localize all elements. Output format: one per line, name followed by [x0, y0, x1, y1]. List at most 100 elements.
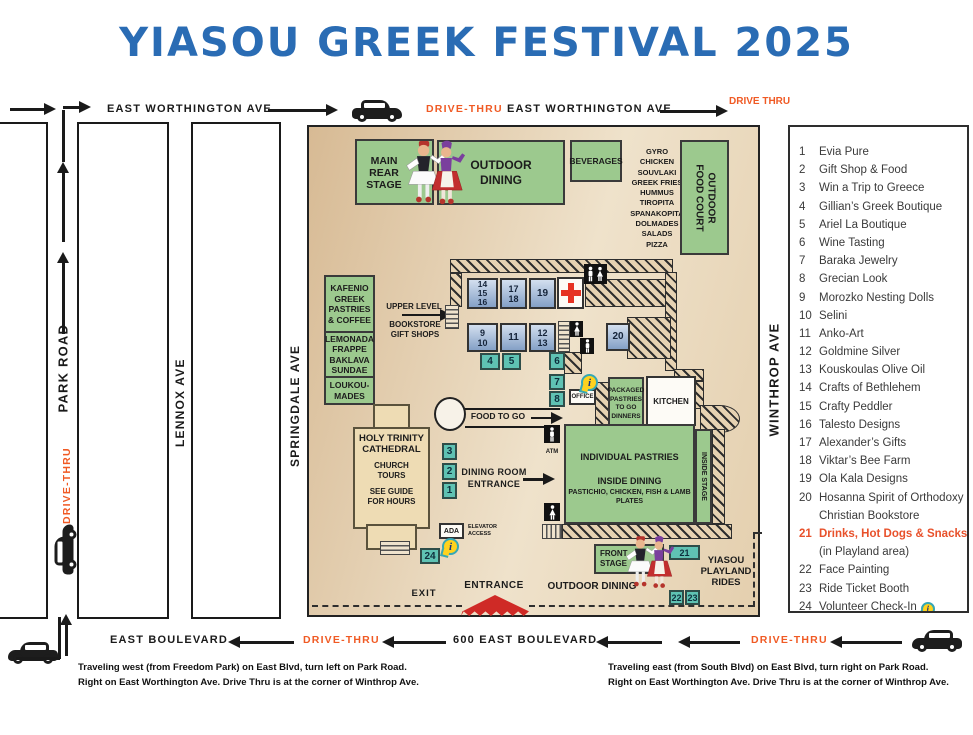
- directions-west: Traveling west (from Freedom Park) on Ea…: [78, 660, 458, 690]
- building-wall: [562, 524, 732, 539]
- legend-item-number: 5: [799, 218, 806, 231]
- arrow-west: [394, 641, 446, 644]
- legend-item-number: 18: [799, 455, 812, 468]
- directions-west-line1: Traveling west (from Freedom Park) on Ea…: [78, 662, 407, 673]
- restroom-icon: [584, 264, 607, 284]
- stairs: [558, 321, 570, 352]
- building-wall: [627, 317, 671, 359]
- playland-boundary: [312, 605, 462, 607]
- playland-boundary: [753, 533, 755, 607]
- legend-item-number: 6: [799, 236, 806, 249]
- outdoor-dining-top-area: OUTDOOR DINING: [437, 140, 565, 205]
- legend-item: 20 Hosanna Spirit of Orthodoxy: [799, 492, 963, 510]
- directions-east-line1: Traveling east (from South Blvd) on East…: [608, 662, 929, 673]
- directions-west-line2: Right on East Worthington Ave. Drive Thr…: [78, 677, 419, 688]
- legend-item: 12 Goldmine Silver: [799, 346, 963, 364]
- booth-7: 7: [549, 374, 565, 390]
- directions-east: Traveling east (from South Blvd) on East…: [608, 660, 973, 690]
- booth-24: 24: [420, 548, 440, 564]
- plaza-circle: [434, 397, 466, 431]
- legend-item-number: 3: [799, 182, 806, 195]
- legend-item-number: 23: [799, 582, 812, 595]
- building-wall: [712, 429, 725, 524]
- arrow-turn-east: [63, 106, 79, 109]
- loukoumades-area: LOUKOU- MADES: [324, 376, 375, 405]
- drive-thru-label: DRIVE-THRU: [751, 634, 828, 646]
- main-rear-stage-label: MAIN REAR STAGE: [366, 155, 402, 191]
- legend-item-label: Gift Shop & Food: [819, 164, 908, 177]
- stairs: [542, 524, 562, 539]
- booth-3: 3: [442, 443, 457, 460]
- legend-item-label: Face Painting: [819, 564, 890, 577]
- inside-stage-area: INSIDE STAGE: [695, 429, 712, 524]
- packaged-pastries-area: PACKAGED PASTRIES TO GO DINNERS: [608, 377, 644, 431]
- booth-6: 6: [549, 352, 565, 370]
- city-block: [191, 122, 281, 619]
- cathedral-label: HOLY TRINITY CATHEDRAL: [359, 433, 424, 455]
- playland-boundary: [753, 532, 762, 534]
- legend-item-label: Hosanna Spirit of Orthodoxy: [819, 491, 964, 504]
- cathedral-steps: [380, 541, 410, 555]
- individual-pastries-label: INDIVIDUAL PASTRIES: [580, 452, 679, 462]
- booth-11: 11: [500, 323, 527, 352]
- inside-stage-label: INSIDE STAGE: [700, 452, 708, 501]
- legend-item-number: 4: [799, 200, 806, 213]
- arrow-west: [690, 641, 740, 644]
- outdoor-dining-bottom-label: OUTDOOR DINING: [547, 581, 637, 592]
- city-block: [77, 122, 169, 619]
- legend-item-number: 24: [799, 600, 812, 613]
- legend-item: 4 Gillian’s Greek Boutique: [799, 201, 963, 219]
- info-icon: i: [442, 538, 459, 555]
- legend-item-label: Goldmine Silver: [819, 346, 901, 359]
- legend-item-label: Talesto Designs: [819, 418, 901, 431]
- corridor-line: [465, 426, 560, 428]
- ada-access: ADA: [439, 523, 464, 539]
- entrance-tent-icon: [461, 595, 529, 616]
- legend-item-continuation: Christian Bookstore: [819, 509, 920, 522]
- corridor-line: [465, 408, 560, 410]
- elevator-access-label: ELEVATOR ACCESS: [468, 524, 498, 537]
- building-wall: [450, 259, 673, 273]
- drive-thru-label: DRIVE-THRU: [426, 103, 503, 115]
- upper-level-label: UPPER LEVEL: [386, 302, 442, 311]
- first-aid-station: [557, 277, 584, 309]
- legend-item-label: Win a Trip to Greece: [819, 182, 925, 195]
- info-icon: i: [581, 374, 598, 391]
- legend-item-label: Grecian Look: [819, 273, 888, 286]
- building-wall: [700, 405, 740, 433]
- legend-item-number: 12: [799, 346, 812, 359]
- legend-item-number: 16: [799, 418, 812, 431]
- car-icon: [912, 629, 962, 652]
- building-wall: [564, 352, 582, 374]
- inside-dining-label: INSIDE DINING: [597, 476, 662, 486]
- street-600-east-boulevard: 600 EAST BOULEVARD: [453, 634, 598, 646]
- arrow-dining-entrance: [523, 478, 543, 481]
- legend-item-label: Anko-Art: [819, 327, 864, 340]
- legend-item-label: Ola Kala Designs: [819, 473, 908, 486]
- legend-item-label: Gillian’s Greek Boutique: [819, 200, 943, 213]
- booth-17-18: 17 18: [500, 278, 527, 309]
- legend-item-number: 8: [799, 273, 806, 286]
- legend-item-number: 20: [799, 491, 812, 504]
- drive-thru-label: DRIVE-THRU: [303, 634, 380, 646]
- directions-east-line2: Right on East Worthington Ave. Drive Thr…: [608, 677, 949, 688]
- arrow-upper-level: [402, 314, 440, 316]
- food-item: SALADS: [641, 229, 673, 239]
- booth-1: 1: [442, 482, 457, 499]
- building-wall: [585, 279, 671, 307]
- restroom-women-icon: [544, 503, 560, 521]
- booth-2: 2: [442, 463, 457, 480]
- legend-item-label: Alexander’s Gifts: [819, 437, 907, 449]
- car-icon: [352, 99, 402, 122]
